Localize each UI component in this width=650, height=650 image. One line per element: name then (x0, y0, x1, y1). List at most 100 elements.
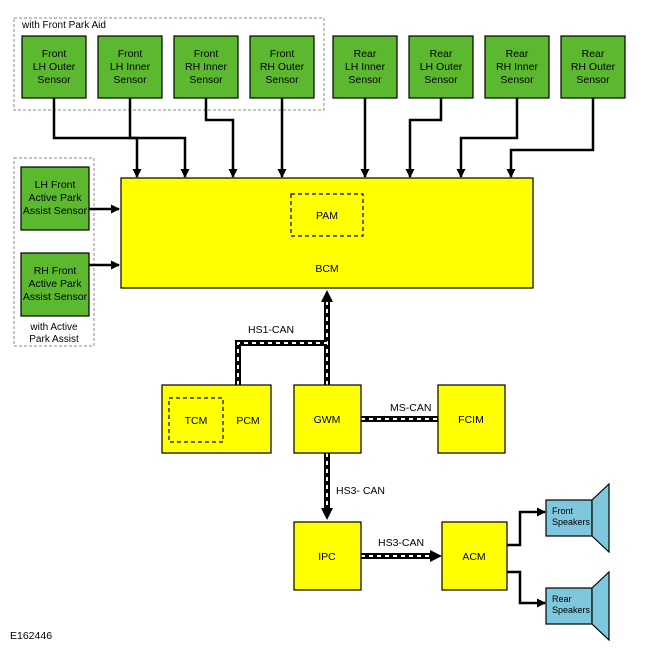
sensor-label: Sensor (113, 74, 147, 86)
connector-arrow (507, 570, 546, 608)
front-speaker-label-2: Speakers (552, 517, 591, 527)
ms-can-label: MS-CAN (390, 402, 431, 414)
speaker-connections (507, 507, 546, 608)
sensor-label: LH Outer (33, 61, 76, 73)
acm-module: ACM (441, 521, 508, 591)
bcm-box (120, 177, 534, 289)
sensor-label: RH Outer (260, 61, 305, 73)
sensor-box (21, 35, 87, 99)
pam-label: PAM (316, 210, 338, 222)
bcm-module: PAM BCM (120, 177, 534, 289)
sensor-label: Sensor (189, 74, 223, 86)
connector-arrow (456, 98, 519, 178)
hs3-bus-horizontal-arrow (430, 550, 442, 562)
active-sensor-connections (89, 204, 120, 270)
connector-arrow (52, 98, 142, 178)
gwm-module: GWM (293, 384, 362, 454)
connector-arrow (506, 98, 595, 178)
sensor-front-rh-inner: Front RH Inner Sensor (173, 35, 239, 99)
sensor-box (20, 166, 90, 231)
sensor-rear-rh-outer: Rear RH Outer Sensor (560, 35, 626, 99)
hs3-bus-vertical-arrow (321, 508, 333, 520)
sensor-label: Sensor (500, 74, 534, 86)
active-park-assist-label-2: Park Assist (29, 334, 79, 345)
sensor-label: LH Inner (345, 61, 386, 73)
sensor-box (173, 35, 239, 99)
figure-id: E162446 (10, 630, 52, 642)
fcim-box (437, 384, 506, 454)
sensor-label: RH Inner (496, 61, 539, 73)
sensor-label: Assist Sensor (23, 205, 88, 217)
connector-arrow (204, 98, 238, 178)
sensor-label: Front (270, 48, 295, 60)
gwm-label: GWM (314, 414, 341, 426)
pam-box (290, 193, 364, 237)
sensor-connections (52, 98, 595, 178)
sensor-label: LH Inner (110, 61, 151, 73)
sensor-label: Front (194, 48, 219, 60)
ipc-box (293, 521, 362, 591)
speaker-body (545, 499, 593, 537)
bcm-label: BCM (315, 263, 338, 275)
ipc-label: IPC (318, 551, 336, 563)
rear-speaker-label-1: Rear (552, 594, 572, 604)
sensor-front-lh-inner: Front LH Inner Sensor (97, 35, 163, 99)
connector-arrow (507, 507, 546, 547)
acm-box (441, 521, 508, 591)
sensor-box (97, 35, 163, 99)
sensor-label: Sensor (348, 74, 382, 86)
sensor-box (560, 35, 626, 99)
ipc-module: IPC (293, 521, 362, 591)
sensor-box (20, 252, 90, 317)
sensor-label: Sensor (424, 74, 458, 86)
sensor-rear-lh-inner: Rear LH Inner Sensor (332, 35, 398, 99)
sensor-label: Sensor (265, 74, 299, 86)
active-park-assist-label-1: with Active (29, 322, 78, 333)
sensor-box (332, 35, 398, 99)
pcm-module: TCM PCM (161, 384, 272, 454)
sensor-label: RH Front (34, 265, 77, 277)
hs1-bus-branch (235, 340, 327, 385)
sensor-label: Assist Sensor (23, 291, 88, 303)
tcm-label: TCM (185, 415, 208, 427)
sensor-label: Sensor (576, 74, 610, 86)
hs1-can-label: HS1-CAN (248, 324, 294, 336)
speaker-cone (591, 570, 610, 642)
hs3-can-vertical-label: HS3- CAN (336, 485, 385, 497)
front-park-aid-group (13, 17, 325, 111)
front-park-aid-label: with Front Park Aid (21, 20, 106, 31)
sensor-label: Rear (354, 48, 377, 60)
gwm-box (293, 384, 362, 454)
sensor-rear-rh-inner: Rear RH Inner Sensor (484, 35, 550, 99)
sensor-box (249, 35, 315, 99)
sensor-box (408, 35, 474, 99)
sensor-label: Front (42, 48, 67, 60)
sensor-front-lh-outer: Front LH Outer Sensor (21, 35, 87, 99)
can-bus-lines (235, 290, 442, 562)
fcim-module: FCIM (437, 384, 506, 454)
pcm-label: PCM (236, 415, 259, 427)
sensor-label: Rear (582, 48, 605, 60)
acm-label: ACM (462, 551, 485, 563)
speaker-cone (591, 482, 610, 554)
sensor-label: LH Outer (420, 61, 463, 73)
rear-speaker-icon: Rear Speakers (545, 570, 610, 642)
hs1-bus-arrow (321, 290, 333, 302)
sensor-label: Active Park (28, 278, 82, 290)
hs3-can-horizontal-label: HS3-CAN (378, 537, 424, 549)
sensor-box (484, 35, 550, 99)
hs1-bus-branch-dash (237, 342, 327, 385)
sensor-label: Sensor (37, 74, 71, 86)
sensor-lh-front-active: LH Front Active Park Assist Sensor (20, 166, 90, 231)
sensor-label: Rear (430, 48, 453, 60)
rear-speaker-label-2: Speakers (552, 605, 591, 615)
active-park-assist-group (13, 157, 95, 347)
sensor-label: Rear (506, 48, 529, 60)
sensor-front-rh-outer: Front RH Outer Sensor (249, 35, 315, 99)
connector-arrow (405, 98, 443, 178)
sensor-label: Front (118, 48, 143, 60)
sensor-label: RH Outer (571, 61, 616, 73)
sensor-label: LH Front (35, 179, 76, 191)
front-speaker-icon: Front Speakers (545, 482, 610, 554)
